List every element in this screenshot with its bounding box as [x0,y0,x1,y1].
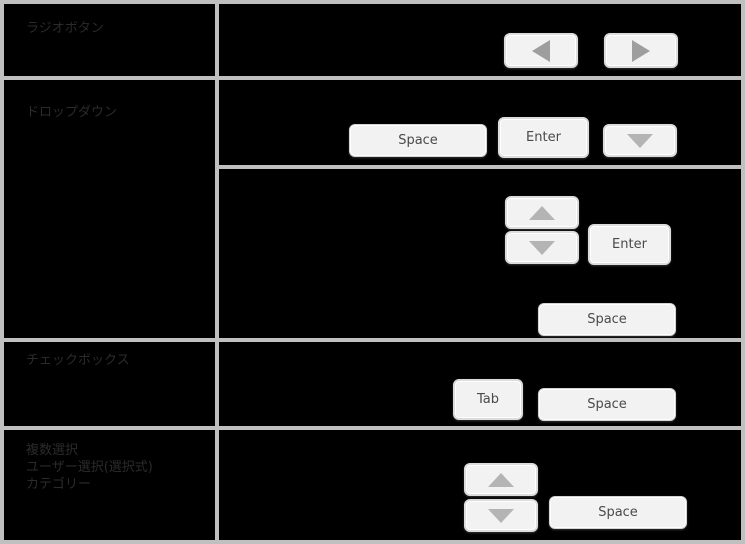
triangle-left-icon [532,39,550,62]
down-arrow-key-3[interactable] [464,499,538,532]
triangle-up-icon [529,205,555,220]
triangle-down-icon [627,133,653,148]
space-key[interactable]: Space [349,124,487,157]
space-key-2-label: Space [587,312,627,327]
triangle-up-icon [488,472,514,487]
space-key-2[interactable]: Space [538,303,676,336]
row-label-dropdown-text: ドロップダウン [26,105,118,120]
row-divider-4 [0,426,745,430]
row-label-dropdown: ドロップダウン [0,104,215,121]
column-divider [215,0,219,544]
enter-key[interactable]: Enter [498,117,589,158]
enter-key-label: Enter [526,130,561,145]
space-key-3-label: Space [587,397,627,412]
row-label-checkbox-text: チェックボックス [26,353,130,368]
tab-key[interactable]: Tab [453,379,523,420]
enter-key-2[interactable]: Enter [588,224,671,265]
row-divider-3 [0,338,745,342]
enter-key-2-label: Enter [612,237,647,252]
row-label-multi-select-line-3: カテゴリー [26,477,92,492]
table-border-left [0,0,4,544]
row-label-multi-select-line-1: 複数選択 [26,443,79,458]
right-arrow-key[interactable] [604,33,678,68]
row-label-radio-button: ラジオボタン [0,20,215,37]
down-arrow-key-2[interactable] [505,231,579,264]
row-label-multi-select-line-2: ユーザー選択(選択式) [26,460,153,475]
triangle-down-icon [529,240,555,255]
table-border-top [0,0,745,4]
table-border-bottom [0,540,745,544]
space-key-3[interactable]: Space [538,388,676,421]
left-arrow-key[interactable] [504,33,578,68]
space-key-4-label: Space [598,505,638,520]
down-arrow-key[interactable] [603,124,677,157]
row-label-multi-select: 複数選択 ユーザー選択(選択式) カテゴリー [0,442,215,493]
triangle-down-icon [488,508,514,523]
space-key-label: Space [398,133,438,148]
up-arrow-key-2[interactable] [464,463,538,496]
row-divider-2-sub [215,165,745,169]
up-arrow-key[interactable] [505,196,579,229]
row-label-radio-button-text: ラジオボタン [26,21,104,36]
triangle-right-icon [632,39,650,62]
space-key-4[interactable]: Space [549,496,687,529]
row-divider-1 [0,76,745,80]
table-border-right [741,0,745,544]
row-label-checkbox: チェックボックス [0,352,215,369]
tab-key-label: Tab [476,392,499,407]
